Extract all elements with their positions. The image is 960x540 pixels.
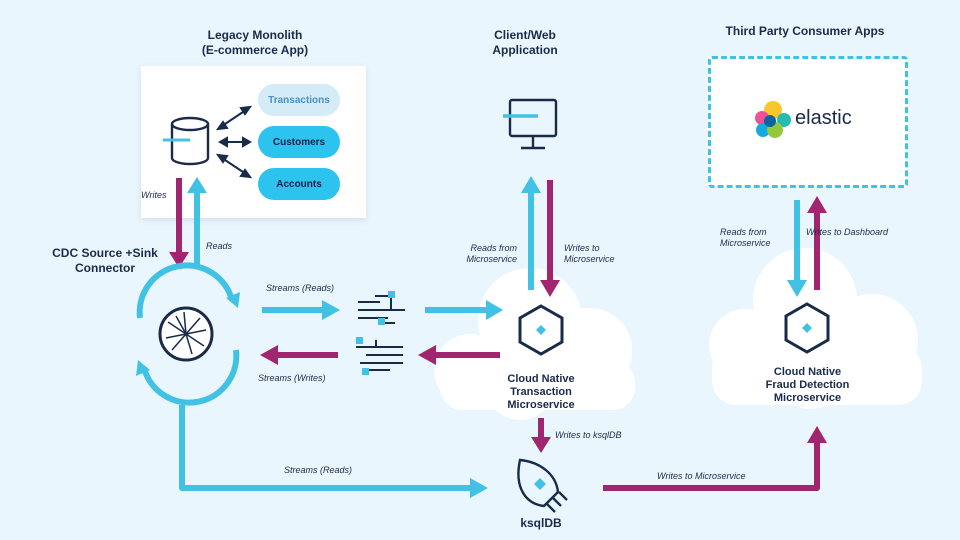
database-icon bbox=[163, 116, 210, 166]
transaction-ms-hexagon-icon bbox=[518, 304, 564, 356]
accounts-pill: Accounts bbox=[258, 168, 340, 200]
reads-from-ms-right-down-arrow bbox=[787, 200, 807, 297]
reads-from-ms-line1: Reads from bbox=[470, 243, 517, 253]
transaction-ms-line2: Transaction bbox=[510, 386, 572, 398]
transaction-ms-line3: Microservice bbox=[507, 399, 575, 411]
legacy-title-line1: Legacy Monolith bbox=[207, 28, 303, 42]
cdc-connector-title: CDC Source +Sink Connector bbox=[30, 246, 180, 276]
cdc-title-line1: CDC Source +Sink bbox=[52, 246, 158, 260]
writes-to-ksqldb-arrow bbox=[531, 418, 551, 453]
writes-to-microservice-label: Writes to Microservice bbox=[657, 471, 746, 481]
writes-to-dashboard-label: Writes to Dashboard bbox=[806, 227, 889, 237]
customers-pill: Customers bbox=[258, 126, 340, 158]
client-title-line2: Application bbox=[492, 43, 558, 57]
streams-reads-bottom-label: Streams (Reads) bbox=[284, 465, 353, 475]
reads-from-ms-right-line1: Reads from bbox=[720, 227, 767, 237]
fraud-ms-title: Cloud Native Fraud Detection Microservic… bbox=[745, 366, 870, 405]
writes-label: Writes bbox=[141, 190, 167, 200]
stream-to-transaction-arrow bbox=[425, 300, 503, 320]
third-party-title: Third Party Consumer Apps bbox=[725, 24, 885, 38]
reads-from-ms-up-arrow bbox=[521, 176, 541, 290]
stream-icon-bottom bbox=[356, 337, 403, 375]
third-party-box bbox=[708, 56, 908, 188]
fraud-ms-line2: Fraud Detection bbox=[765, 379, 850, 391]
elastic-wordmark: elastic bbox=[795, 107, 852, 129]
writes-to-ksqldb-label: Writes to ksqlDB bbox=[555, 430, 622, 440]
streams-reads-bottom-arrow bbox=[179, 405, 488, 498]
writes-to-microservice-arrow bbox=[603, 426, 827, 491]
transaction-ms-title: Cloud Native Transaction Microservice bbox=[486, 373, 596, 412]
reads-from-ms-right-line2: Microservice bbox=[720, 238, 771, 248]
monitor-icon bbox=[503, 98, 558, 150]
elastic-logo-icon bbox=[755, 101, 791, 138]
db-link-arrows bbox=[215, 105, 253, 179]
reads-from-ms-line2: Microservice bbox=[466, 254, 517, 264]
streams-reads-arrow bbox=[262, 300, 340, 320]
fraud-ms-line3: Microservice bbox=[773, 392, 842, 404]
cdc-connector-icon bbox=[136, 262, 240, 406]
streams-reads-label: Streams (Reads) bbox=[266, 283, 335, 293]
client-title-line1: Client/Web bbox=[494, 28, 556, 42]
writes-to-ms-line2: Microservice bbox=[564, 254, 615, 264]
fraud-ms-hexagon-icon bbox=[784, 302, 830, 354]
cdc-title-line2: Connector bbox=[75, 261, 135, 275]
writes-down-arrow bbox=[169, 178, 189, 268]
stream-icon-top bbox=[358, 291, 405, 325]
writes-to-ms-label: Writes to Microservice bbox=[564, 243, 615, 265]
transaction-ms-line1: Cloud Native bbox=[507, 373, 575, 385]
reads-from-ms-label: Reads from Microservice bbox=[452, 243, 517, 265]
reads-up-arrow bbox=[187, 177, 207, 268]
ksqldb-label: ksqlDB bbox=[520, 516, 562, 530]
reads-from-ms-right-label: Reads from Microservice bbox=[720, 227, 771, 249]
streams-writes-arrow bbox=[260, 345, 338, 365]
fraud-cloud bbox=[709, 248, 922, 409]
client-app-title: Client/Web Application bbox=[470, 28, 580, 58]
reads-label: Reads bbox=[206, 241, 233, 251]
legacy-title-line2: (E-commerce App) bbox=[201, 43, 309, 57]
transactions-pill: Transactions bbox=[258, 84, 340, 116]
fraud-ms-line1: Cloud Native bbox=[773, 366, 842, 378]
ksqldb-rocket-icon bbox=[517, 458, 568, 513]
legacy-monolith-title: Legacy Monolith (E-commerce App) bbox=[180, 28, 330, 58]
streams-writes-label: Streams (Writes) bbox=[258, 373, 326, 383]
transaction-to-stream-arrow bbox=[418, 345, 500, 365]
writes-to-dashboard-up-arrow bbox=[807, 196, 827, 290]
writes-to-ms-line1: Writes to bbox=[564, 243, 600, 253]
writes-to-ms-down-arrow bbox=[540, 180, 560, 297]
